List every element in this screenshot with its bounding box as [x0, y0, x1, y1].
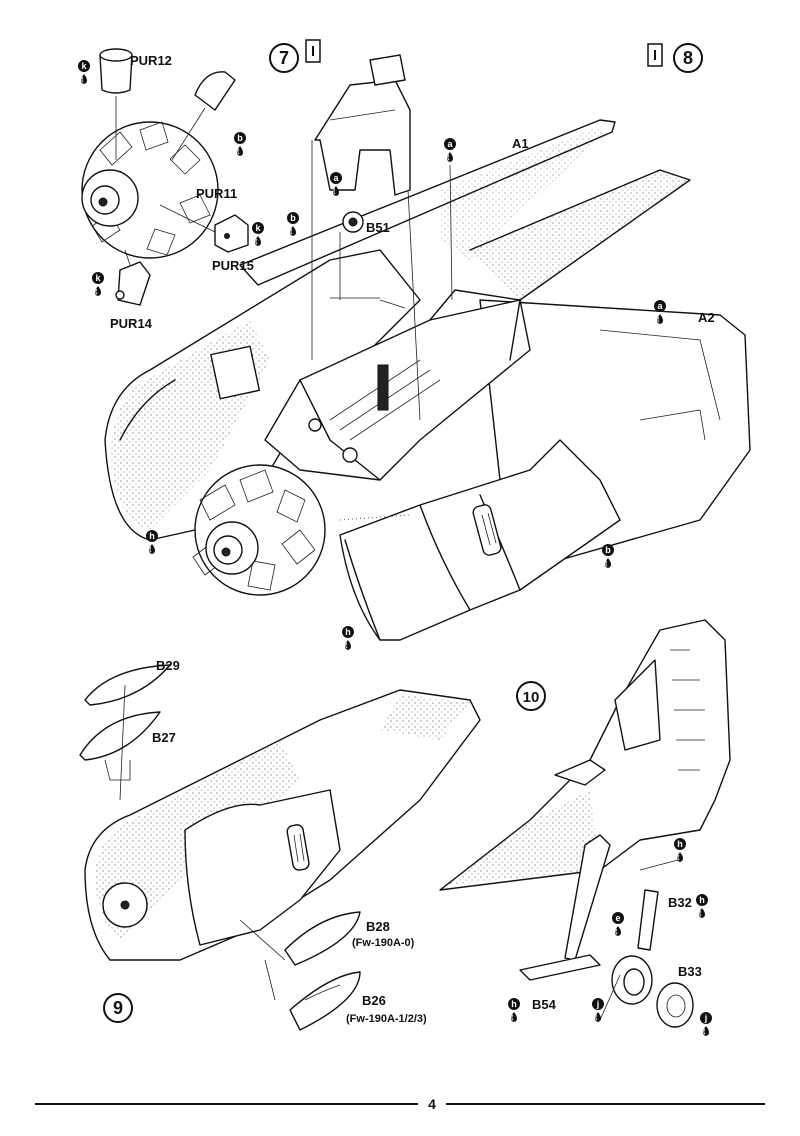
radial-engine-main — [192, 464, 326, 596]
step-number-7: 7 — [269, 39, 321, 73]
paint-drop-b: b — [233, 131, 247, 157]
svg-text:b: b — [290, 213, 296, 223]
label-pur11: PUR11 — [196, 186, 237, 201]
part-b33 — [656, 982, 694, 1028]
paint-drop-h: h — [145, 529, 159, 555]
paint-drop-b: b — [601, 543, 615, 569]
engine-exploded-view — [81, 48, 249, 306]
label-pur12: PUR12 — [130, 53, 172, 68]
paint-drop-k: k — [77, 59, 91, 85]
seat-armour — [314, 79, 411, 196]
label-pur14: PUR14 — [110, 316, 153, 331]
part-b54 — [519, 954, 601, 981]
step-number-9: 9 — [103, 993, 133, 1023]
label-b26: B26 — [362, 993, 386, 1008]
svg-text:h: h — [677, 839, 683, 849]
label-b33: B33 — [678, 964, 702, 979]
svg-text:a: a — [657, 301, 663, 311]
paint-drop-k: k — [251, 221, 265, 247]
label-b28-note: (Fw-190A-0) — [352, 937, 415, 949]
paint-drop-a: a — [653, 299, 667, 325]
svg-text:e: e — [615, 913, 620, 923]
tail-wheel-strut — [564, 834, 611, 961]
paint-drop-h: h — [341, 625, 355, 651]
part-b29 — [84, 664, 171, 706]
label-b26-note: (Fw-190A-1/2/3) — [346, 1013, 427, 1025]
svg-text:7: 7 — [279, 48, 289, 68]
svg-text:k: k — [95, 273, 101, 283]
svg-text:h: h — [511, 999, 517, 1009]
part-pur11 — [194, 71, 236, 111]
step-7-8-illustration — [104, 54, 751, 641]
label-b54: B54 — [532, 997, 557, 1012]
svg-text:9: 9 — [113, 998, 123, 1018]
step-number-10: 10 — [516, 681, 546, 711]
paint-drop-b: b — [286, 211, 300, 237]
svg-text:k: k — [255, 223, 261, 233]
paint-drop-a: a — [443, 137, 457, 163]
label-b27: B27 — [152, 730, 176, 745]
part-pur15 — [214, 214, 249, 253]
part-b32 — [637, 889, 659, 951]
step-10-illustration — [439, 619, 731, 1028]
page-number: 4 — [428, 1096, 436, 1112]
paint-drop-h: h — [673, 837, 687, 863]
paint-drop-e: e — [611, 911, 625, 937]
svg-text:a: a — [447, 139, 453, 149]
svg-text:b: b — [605, 545, 611, 555]
part-b26 — [289, 971, 361, 1031]
label-b51: B51 — [366, 220, 390, 235]
part-b28 — [284, 911, 361, 966]
step-number-8: 8 — [647, 43, 703, 73]
label-a1: A1 — [512, 136, 529, 151]
paint-drop-h: h — [507, 997, 521, 1023]
svg-text:h: h — [149, 531, 155, 541]
cockpit-tub — [264, 299, 531, 481]
paint-drop-h: h — [695, 893, 709, 919]
paint-drop-a: a — [329, 171, 343, 197]
label-b28: B28 — [366, 919, 390, 934]
svg-text:h: h — [699, 895, 705, 905]
label-a2: A2 — [698, 310, 715, 325]
svg-text:h: h — [345, 627, 351, 637]
paint-drop-k: k — [91, 271, 105, 297]
svg-text:k: k — [81, 61, 87, 71]
step-9-illustration — [79, 664, 481, 1031]
paint-drop-j: j — [591, 997, 605, 1023]
svg-text:8: 8 — [683, 48, 693, 68]
svg-text:a: a — [333, 173, 339, 183]
svg-text:10: 10 — [523, 689, 540, 706]
label-b32: B32 — [668, 895, 692, 910]
svg-text:j: j — [596, 999, 600, 1009]
svg-text:b: b — [237, 133, 243, 143]
page-footer: 4 — [35, 1096, 765, 1112]
svg-text:j: j — [704, 1013, 708, 1023]
part-b27 — [79, 711, 161, 761]
paint-drop-j: j — [699, 1011, 713, 1037]
label-pur15: PUR15 — [212, 258, 254, 273]
label-b29: B29 — [156, 658, 180, 673]
